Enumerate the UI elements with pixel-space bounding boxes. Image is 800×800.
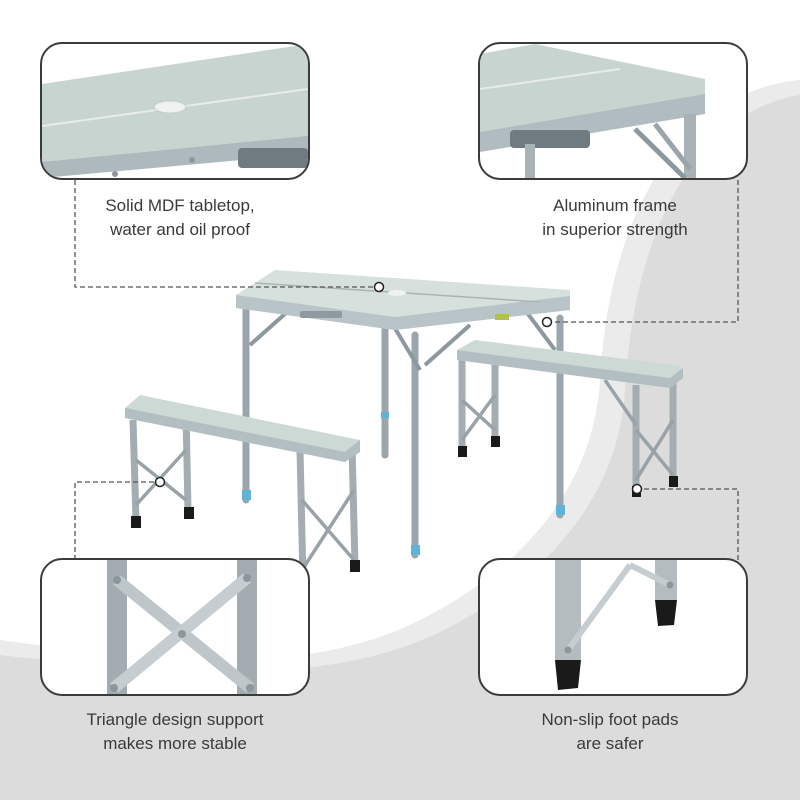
callout-dots [154, 281, 643, 495]
detail-panel-support [40, 558, 310, 696]
foot-pad-closeup [555, 560, 677, 690]
caption-support: Triangle design support makes more stabl… [86, 710, 264, 753]
leader-lines [74, 180, 739, 560]
frame-closeup [480, 44, 705, 178]
right-bench [457, 340, 683, 497]
caption-tabletop: Solid MDF tabletop, water and oil proof [105, 196, 255, 239]
tabletop-closeup [42, 44, 308, 178]
cross-brace-closeup [107, 560, 257, 694]
caption-feet: Non-slip foot pads are safer [541, 710, 679, 753]
table-legs [242, 306, 564, 559]
detail-panel-feet [478, 558, 748, 696]
detail-panel-frame [478, 42, 748, 180]
detail-panel-tabletop [40, 42, 310, 180]
caption-frame: Aluminum frame in superior strength [542, 196, 688, 239]
